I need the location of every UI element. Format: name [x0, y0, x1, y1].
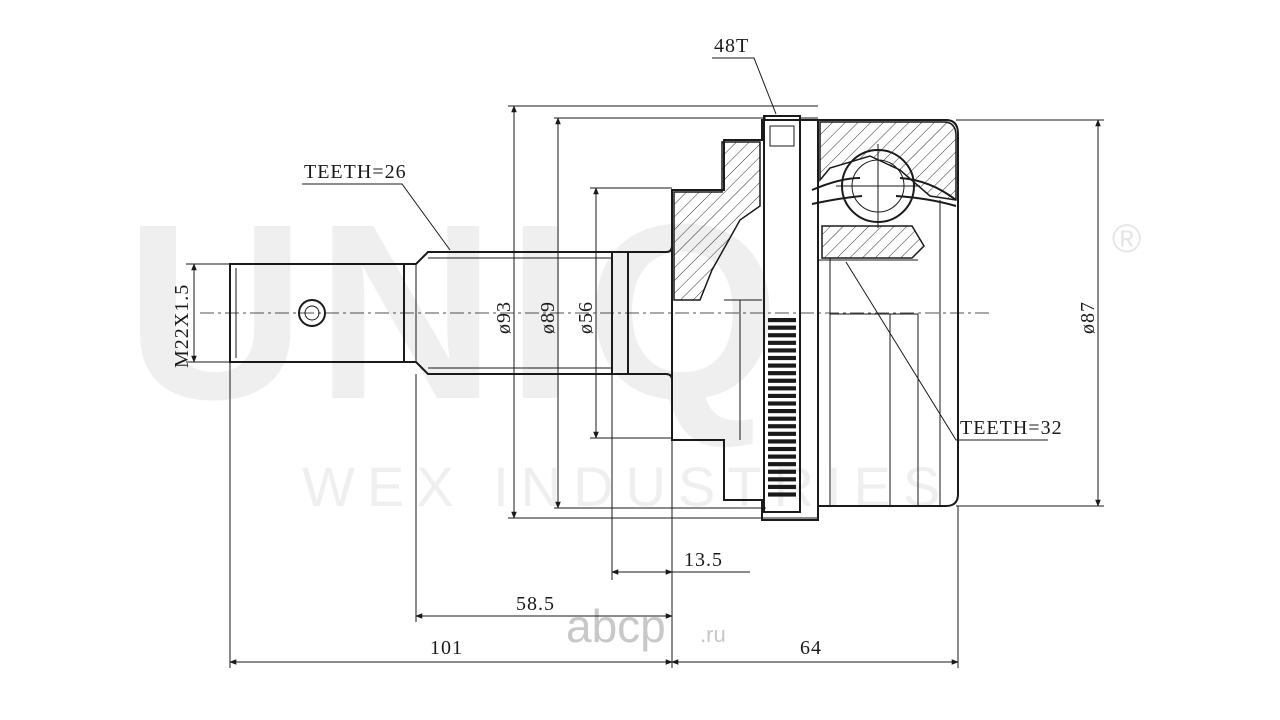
dimensions	[186, 57, 1104, 668]
abs-tooth	[768, 469, 796, 474]
label-len-58-5: 58.5	[516, 593, 555, 615]
abs-tooth	[768, 416, 796, 421]
label-len-13-5: 13.5	[684, 549, 723, 571]
site-watermark-tld: .ru	[700, 622, 726, 647]
abs-tooth	[768, 446, 796, 452]
abs-tooth	[768, 401, 796, 406]
abs-tooth	[768, 333, 796, 338]
outer-housing	[671, 119, 959, 521]
label-dia-87: ø87	[1077, 301, 1099, 334]
shaft-shoulder	[612, 251, 629, 375]
cross-hole	[298, 299, 326, 327]
abs-tooth	[768, 492, 796, 497]
abs-tooth	[768, 371, 796, 376]
label-dia-56: ø56	[575, 301, 597, 334]
label-48t: 48T	[714, 35, 749, 57]
abs-tone-ring	[763, 115, 818, 513]
spline-shaft	[404, 251, 613, 375]
abs-tooth	[768, 378, 796, 383]
abs-tooth	[768, 484, 796, 490]
label-len-101: 101	[430, 637, 463, 659]
leader-48t	[712, 57, 777, 115]
label-teeth-32: TEETH=32	[960, 417, 1063, 439]
label-dia-89: ø89	[537, 301, 559, 334]
watermark: UNIQ WEX INDUSTRIES ® abcp .ru	[125, 172, 1141, 652]
watermark-brand: UNIQ	[125, 172, 790, 451]
abs-tooth	[768, 431, 796, 436]
stub-shaft	[229, 245, 673, 381]
label-thread: M22X1.5	[171, 284, 193, 368]
abs-tooth	[768, 348, 796, 353]
labels: 48T TEETH=26 TEETH=32 M22X1.5 ø93 ø89 ø5…	[171, 35, 1099, 659]
abs-tooth	[768, 454, 796, 459]
abs-tooth	[768, 409, 796, 414]
watermark-tagline: WEX INDUSTRIES	[302, 455, 952, 518]
abs-tooth	[768, 477, 796, 482]
abs-tooth	[768, 325, 796, 330]
leader-teeth-32	[845, 261, 1048, 441]
abs-tooth	[768, 355, 796, 361]
watermark-registered-mark: ®	[1112, 217, 1141, 261]
leader-teeth-26	[302, 183, 451, 251]
abs-tooth	[768, 386, 796, 391]
site-watermark: abcp	[566, 600, 666, 652]
abs-tooth	[768, 363, 796, 368]
abs-tooth	[768, 340, 796, 345]
label-dia-93: ø93	[493, 301, 515, 334]
label-teeth-26: TEETH=26	[304, 161, 407, 183]
label-len-64: 64	[800, 637, 822, 659]
abs-tooth	[768, 424, 796, 429]
abs-tooth	[768, 318, 796, 323]
abs-tooth	[768, 439, 796, 444]
abs-tooth	[768, 462, 796, 467]
abs-tooth	[768, 393, 796, 399]
